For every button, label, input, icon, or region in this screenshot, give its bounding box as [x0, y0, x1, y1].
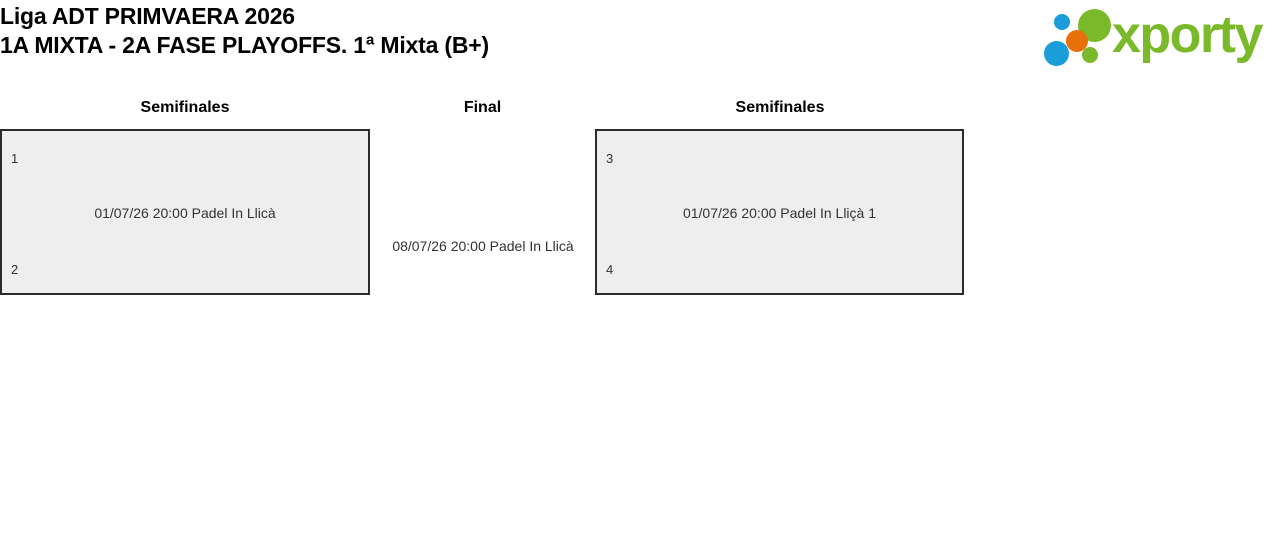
match-box-right-semifinal[interactable]: 3 4 01/07/26 20:00 Padel In Lliçà 1: [595, 129, 964, 295]
page-header: Liga ADT PRIMVAERA 2026 1A MIXTA - 2A FA…: [0, 0, 1280, 80]
logo-dot-orange: [1066, 30, 1088, 52]
round-header-right-semifinals: Semifinales: [735, 99, 825, 116]
logo-dot-blue-small: [1054, 14, 1070, 30]
round-header-left-semifinals: Semifinales: [140, 99, 230, 116]
logo-dot-green-small: [1082, 47, 1098, 63]
logo-dot-blue-large: [1044, 41, 1069, 66]
seed-2: 2: [11, 262, 19, 277]
tournament-title: Liga ADT PRIMVAERA 2026 1A MIXTA - 2A FA…: [0, 2, 900, 60]
match-info-final: 08/07/26 20:00 Padel In Llicà: [392, 238, 574, 254]
match-box-left-semifinal[interactable]: 1 2 01/07/26 20:00 Padel In Llicà: [0, 129, 370, 295]
logo-wordmark: xporty: [1112, 6, 1263, 64]
seed-4: 4: [606, 262, 614, 277]
seed-3: 3: [606, 151, 614, 166]
round-header-final: Final: [463, 99, 502, 116]
title-line-2: 1A MIXTA - 2A FASE PLAYOFFS. 1ª Mixta (B…: [0, 32, 489, 58]
xporty-logo[interactable]: xporty: [1040, 6, 1272, 68]
title-line-1: Liga ADT PRIMVAERA 2026: [0, 3, 295, 29]
match-info-right-semifinal: 01/07/26 20:00 Padel In Lliçà 1: [682, 205, 877, 221]
match-info-left-semifinal: 01/07/26 20:00 Padel In Llicà: [94, 205, 276, 221]
seed-1: 1: [11, 151, 19, 166]
logo-dots-icon: [1044, 8, 1114, 66]
